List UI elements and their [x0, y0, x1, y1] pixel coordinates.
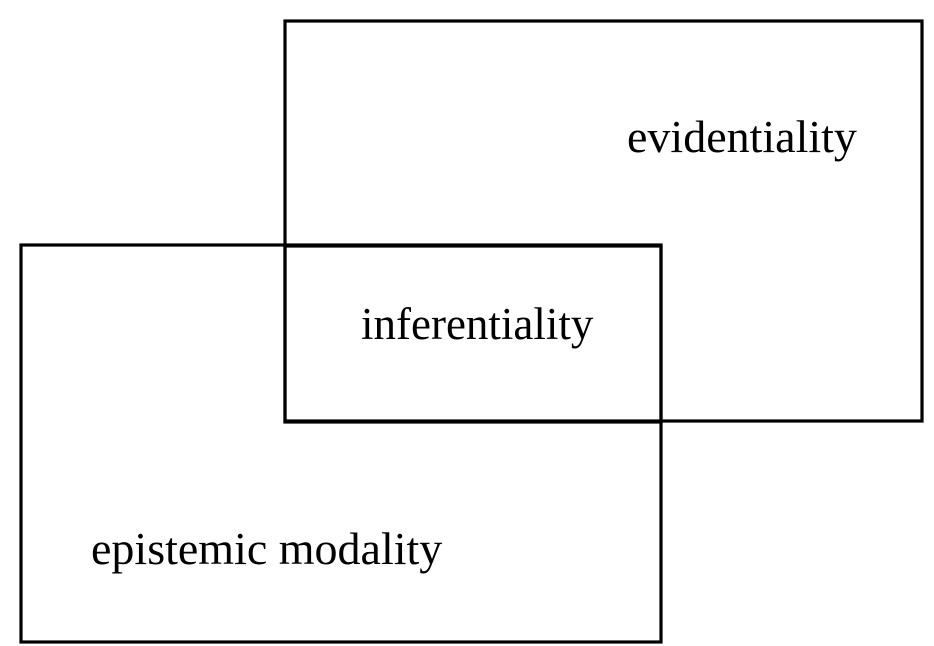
region-rect-evidentiality[interactable] [283, 19, 924, 423]
region-label-inferentiality: inferentiality [361, 299, 594, 349]
region-rect-inferentiality[interactable] [283, 244, 663, 424]
region-label-epistemic-modality: epistemic modality [91, 523, 443, 574]
region-label-evidentiality: evidentiality [627, 111, 857, 162]
